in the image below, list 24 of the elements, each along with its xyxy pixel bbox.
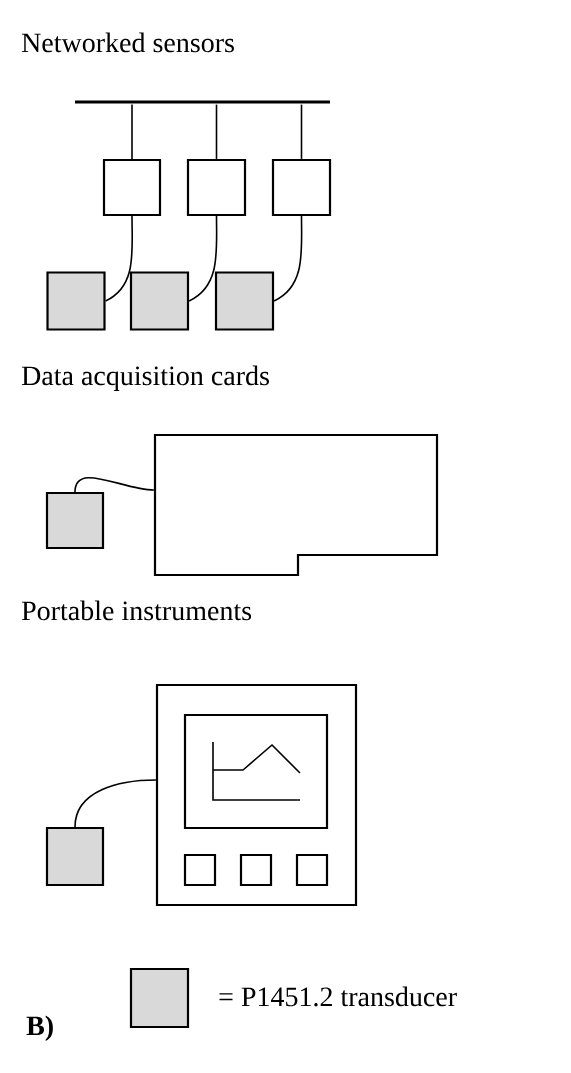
interface-box [186, 158, 247, 217]
cable-line [273, 215, 303, 302]
cable-line [74, 476, 155, 493]
transducer-box [129, 271, 190, 331]
interface-box [271, 158, 332, 217]
cable-line [300, 103, 303, 160]
bus-line [75, 100, 330, 104]
interface-box [102, 158, 162, 217]
section-heading: Data acquisition cards [21, 365, 269, 391]
panel-label: B) [26, 1015, 53, 1041]
portable-instrument-drawing [155, 683, 358, 907]
cable-line [74, 779, 157, 828]
cable-line [131, 103, 133, 160]
cable-line [104, 215, 134, 302]
cable-line [215, 103, 218, 160]
cable-line [188, 215, 218, 302]
transducer-box [46, 271, 106, 331]
transducer-box [214, 271, 275, 331]
legend-text: = P1451.2 transducer [219, 986, 457, 1007]
section-heading: Networked sensors [21, 32, 234, 53]
transducer-box [45, 491, 105, 550]
section-heading: Portable instruments [21, 600, 252, 621]
data-acquisition-card [153, 433, 439, 577]
transducer-box [45, 826, 105, 887]
